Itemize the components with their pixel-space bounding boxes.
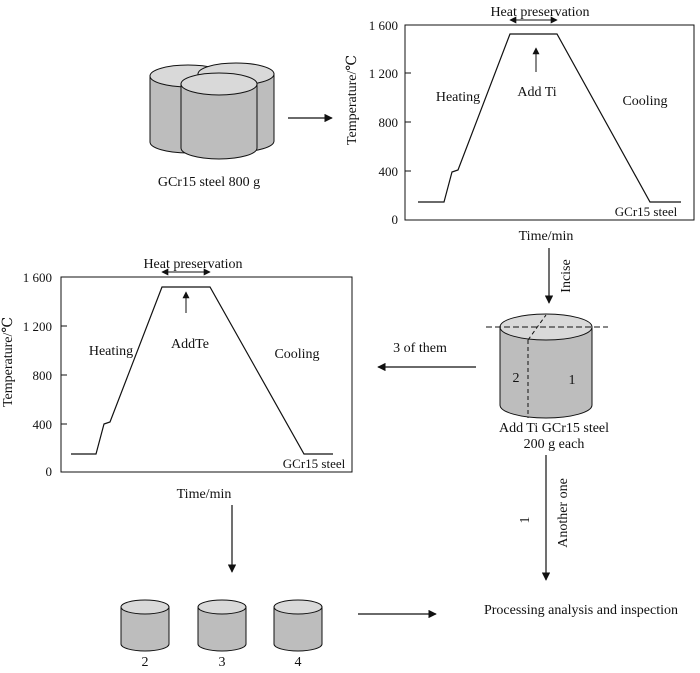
chart1-add-label: Add Ti — [517, 85, 556, 100]
chart1-x-axis-label: Time/min — [519, 229, 574, 244]
cut-ingot — [486, 313, 608, 419]
chart2-y-ticks — [61, 276, 67, 425]
incise-label: Incise — [559, 259, 574, 292]
chart2-y-axis-label: Temperature/℃ — [1, 317, 16, 407]
chart1-frame — [404, 24, 695, 221]
chart2-frame — [60, 276, 353, 473]
chart2-add-label: AddTe — [171, 337, 209, 352]
chart1-tick-1200: 1 200 — [369, 66, 398, 81]
one-label: 1 — [518, 517, 533, 524]
chart1-end-label: GCr15 steel — [615, 204, 678, 219]
chart1-temperature-curve — [418, 33, 681, 203]
sample-label-3: 3 — [219, 655, 226, 668]
sample-label-4: 4 — [295, 655, 302, 668]
sample-cylinder-4 — [273, 599, 323, 652]
chart2-tick-1200: 1 200 — [23, 319, 52, 334]
chart1-heating-label: Heating — [436, 90, 480, 105]
final-step-label: Processing analysis and inspection — [484, 603, 678, 618]
chart2-temperature-curve — [71, 286, 333, 455]
sample-label-2: 2 — [142, 655, 149, 668]
chart1-tick-1600: 1 600 — [369, 18, 398, 33]
chart2-cooling-label: Cooling — [274, 347, 319, 362]
chart2-hold-label: Heat preservation — [143, 257, 242, 272]
another-one-label: Another one — [556, 478, 571, 548]
chart2-heating-label: Heating — [89, 344, 133, 359]
chart2-tick-1600: 1 600 — [23, 270, 52, 285]
temperature-chart-2: 1 600 1 200 800 400 0 Temperature/℃ Time… — [1, 257, 353, 502]
temperature-chart-1: 1 600 1 200 800 400 0 Temperature/℃ Time… — [345, 5, 695, 244]
chart2-tick-400: 400 — [33, 417, 53, 432]
chart1-cooling-label: Cooling — [622, 94, 667, 109]
chart1-tick-800: 800 — [379, 115, 399, 130]
chart2-tick-800: 800 — [33, 368, 53, 383]
cut-ingot-label-line2: 200 g each — [524, 437, 585, 452]
chart1-tick-0: 0 — [392, 212, 399, 227]
chart1-y-axis-label: Temperature/℃ — [345, 55, 360, 145]
chart2-end-label: GCr15 steel — [283, 456, 346, 471]
ingot-label: GCr15 steel 800 g — [158, 175, 260, 190]
chart1-tick-400: 400 — [379, 164, 399, 179]
cut-part-2-label: 2 — [513, 371, 520, 386]
steel-ingot-cluster — [149, 62, 275, 160]
chart2-tick-0: 0 — [46, 464, 53, 479]
chart2-x-axis-label: Time/min — [177, 487, 232, 502]
chart1-hold-label: Heat preservation — [490, 5, 589, 20]
sample-cylinder-2 — [120, 599, 170, 652]
sample-cylinder-3 — [197, 599, 247, 652]
cut-ingot-label-line1: Add Ti GCr15 steel — [499, 421, 609, 436]
cut-part-1-label: 1 — [569, 373, 576, 388]
three-of-them-label: 3 of them — [393, 341, 447, 356]
chart1-y-ticks — [405, 24, 411, 172]
